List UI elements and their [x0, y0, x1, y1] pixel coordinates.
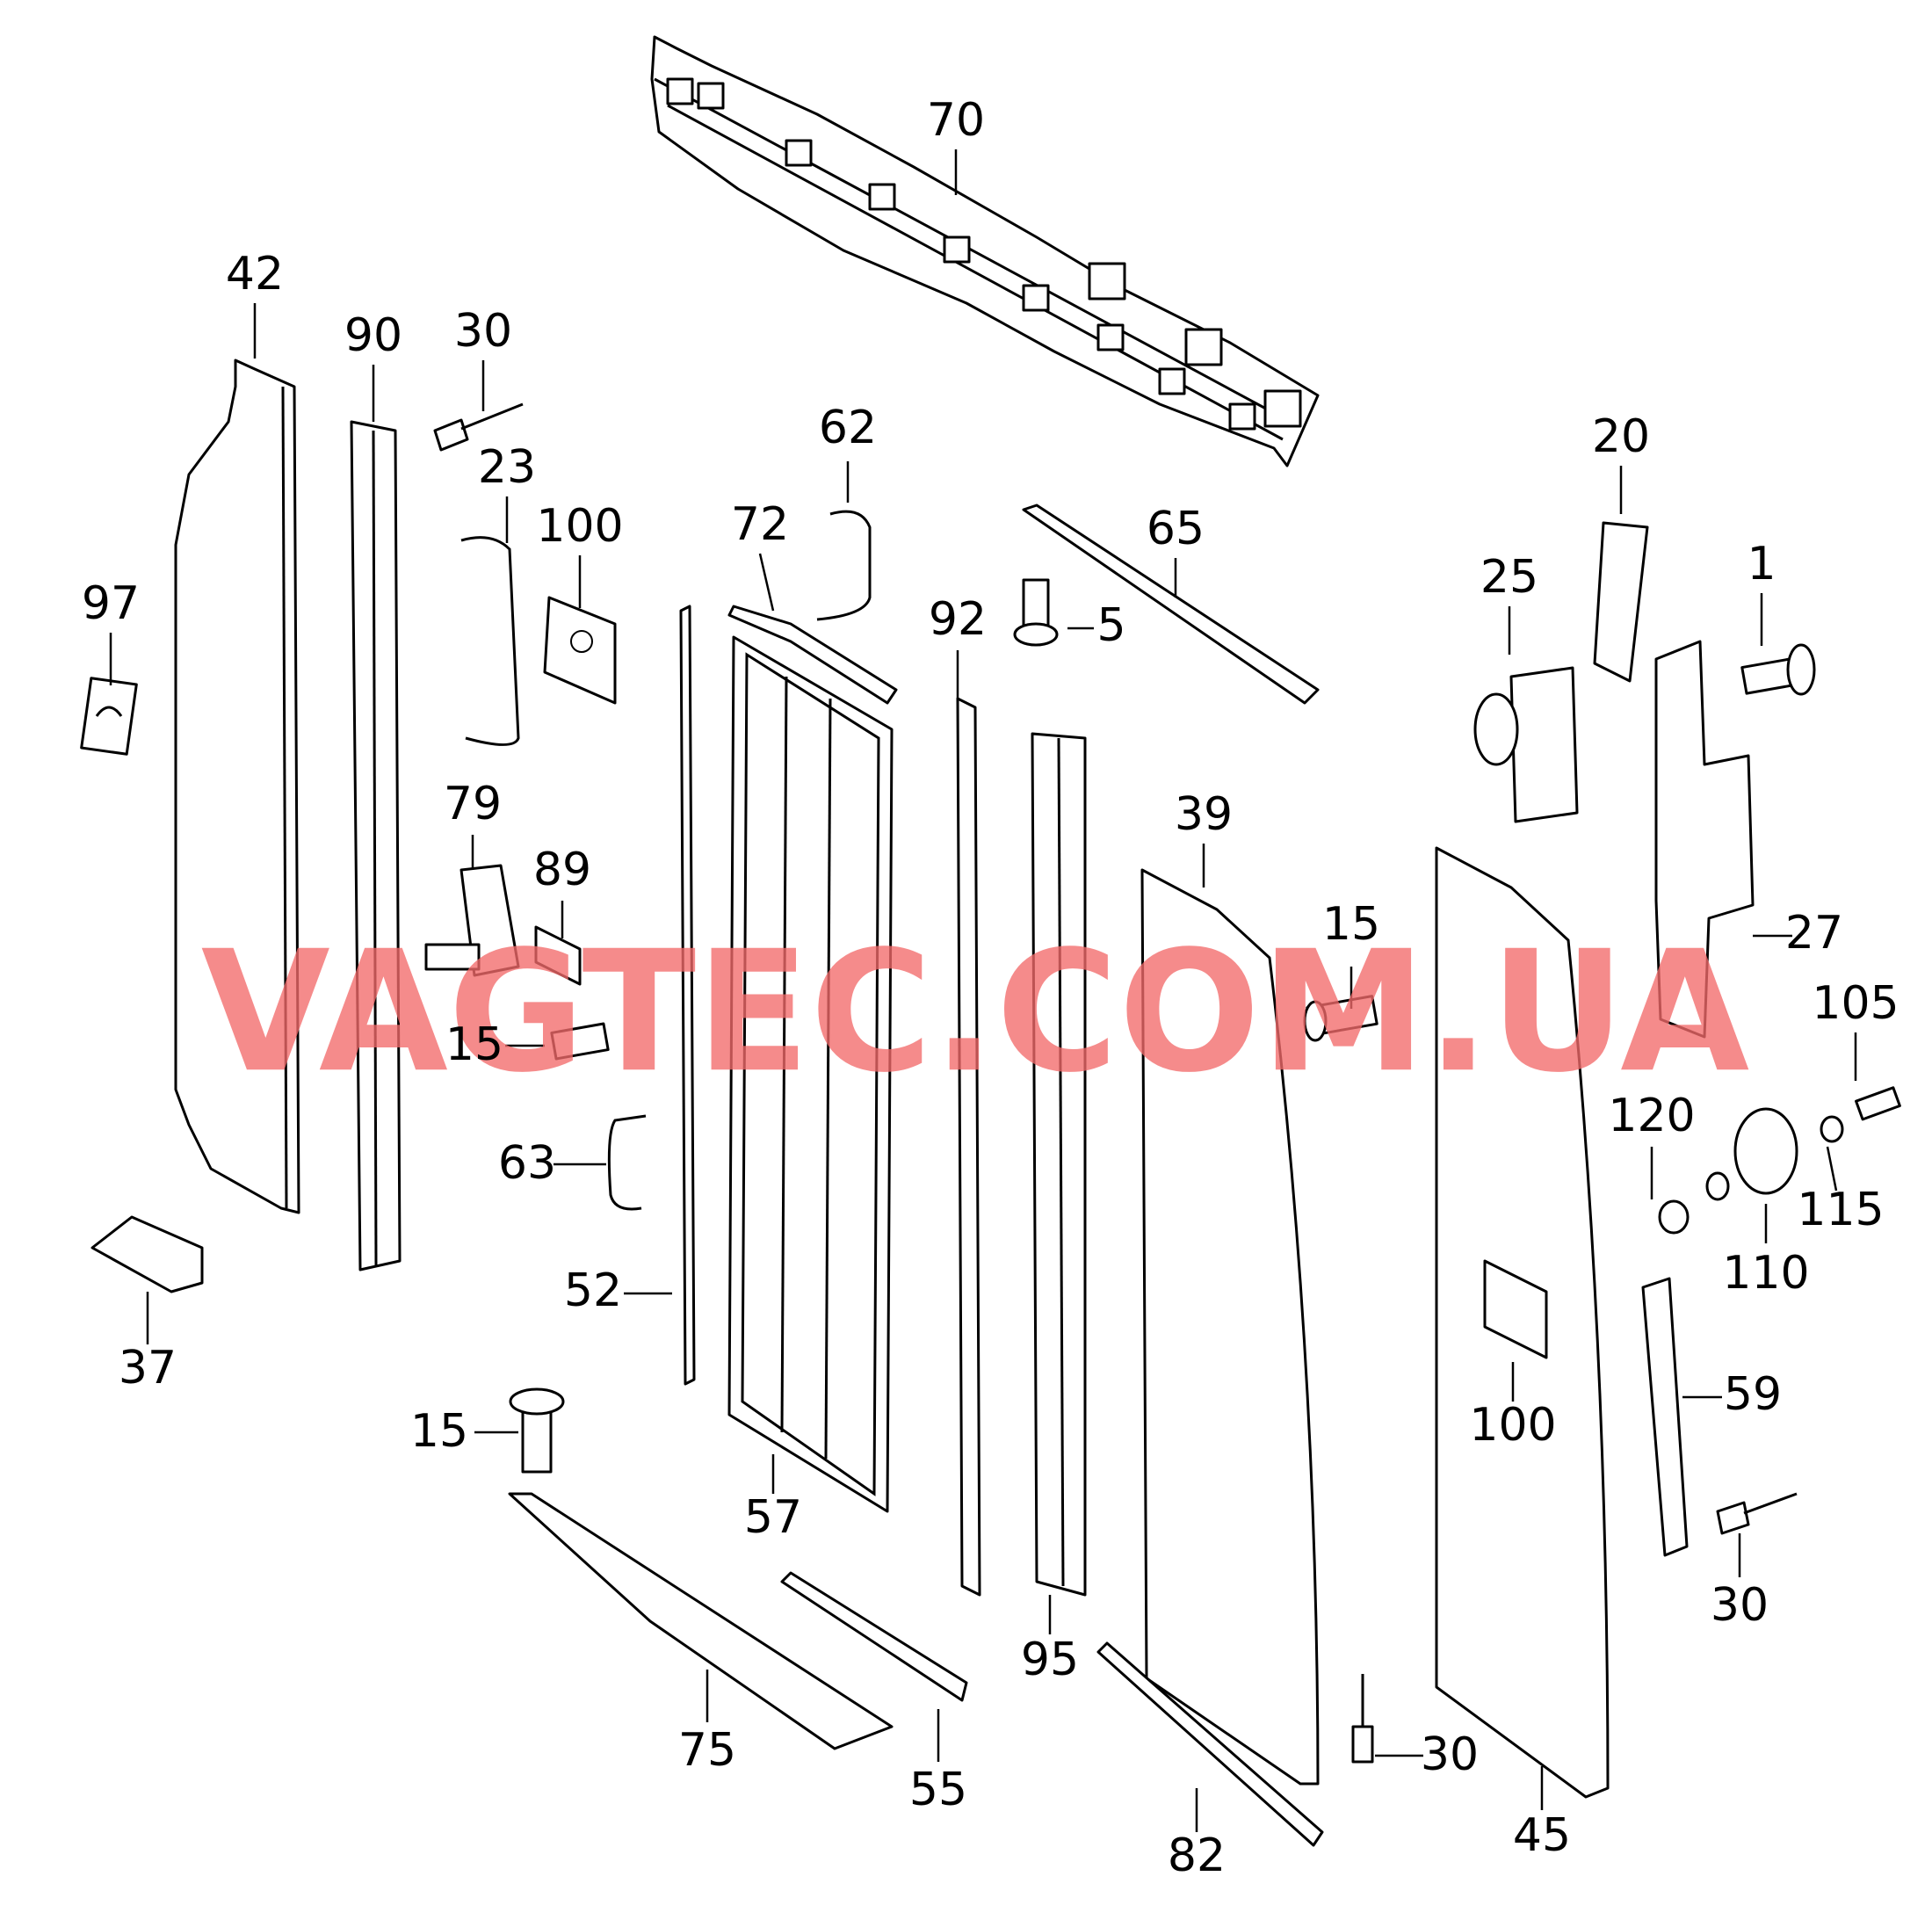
part-42-side-panel [174, 359, 300, 1214]
part-89-clip [534, 925, 582, 986]
part-15-pin-bottom [509, 1387, 565, 1474]
callout-110: 110 [1722, 1247, 1809, 1300]
callout-30-bottom: 30 [1421, 1728, 1479, 1781]
callout-72: 72 [731, 498, 789, 551]
callout-62: 62 [819, 402, 877, 454]
callout-97: 97 [82, 577, 140, 630]
part-110-striker [1733, 1107, 1798, 1195]
callout-15-left: 15 [445, 1018, 503, 1071]
watermark-text: VAGTEC.COM.UA [201, 915, 1750, 1109]
part-25-latch [1473, 666, 1579, 823]
callout-5: 5 [1096, 599, 1125, 652]
leader-lines [109, 149, 1857, 1832]
part-37-mount-bracket [90, 1215, 204, 1293]
part-59-strip [1641, 1277, 1689, 1557]
callout-115: 115 [1797, 1184, 1884, 1236]
part-1-bolt [1740, 643, 1816, 696]
part-45-door-panel [1435, 846, 1610, 1799]
part-70-roof-beam [650, 35, 1320, 467]
callout-75: 75 [678, 1724, 736, 1777]
part-100-bracket-top [543, 596, 617, 705]
callout-37: 37 [119, 1342, 177, 1395]
part-20-trim-strip [1593, 521, 1649, 683]
part-30-rivet-right [1716, 1492, 1798, 1535]
part-95-pillar [1031, 732, 1087, 1597]
part-82-strip [1096, 1641, 1324, 1847]
callout-90: 90 [344, 309, 402, 362]
part-72-strip [727, 605, 898, 705]
callout-55: 55 [909, 1764, 967, 1816]
callout-30-top: 30 [454, 305, 512, 358]
callout-57: 57 [744, 1491, 802, 1544]
callout-39: 39 [1175, 788, 1233, 841]
callout-82: 82 [1168, 1829, 1226, 1882]
part-105-screw [1855, 1086, 1901, 1121]
callout-70: 70 [927, 94, 985, 147]
callout-42: 42 [226, 248, 284, 301]
part-75-sill [508, 1492, 894, 1750]
part-65-rail [1022, 503, 1320, 705]
callout-100-top: 100 [536, 500, 623, 553]
part-115-washer [1820, 1115, 1844, 1143]
callout-labels: 70 42 90 30 23 100 62 72 65 20 1 97 92 5… [82, 94, 1899, 1882]
callout-65: 65 [1147, 503, 1205, 555]
part-63-handle [607, 1114, 647, 1211]
callout-45: 45 [1513, 1809, 1571, 1862]
part-39-door-panel [1140, 868, 1320, 1786]
part-15-pin-right [1303, 995, 1378, 1042]
callout-89: 89 [533, 844, 591, 896]
part-62-grab-handle [816, 510, 872, 621]
part-79-hinge-bracket [424, 864, 520, 977]
callout-63: 63 [498, 1137, 556, 1190]
callout-23: 23 [478, 441, 536, 494]
part-30-rivet-bottom [1351, 1674, 1374, 1764]
callout-27: 27 [1785, 907, 1843, 960]
part-90-pillar [350, 420, 402, 1271]
callout-30-right: 30 [1711, 1579, 1769, 1632]
callout-92: 92 [929, 593, 987, 646]
callout-59: 59 [1724, 1368, 1782, 1421]
callout-79: 79 [444, 778, 502, 830]
part-92-strip [956, 697, 981, 1597]
callout-95: 95 [1021, 1634, 1079, 1686]
part-57-window-frame [727, 635, 894, 1513]
part-5-bolt [1013, 578, 1059, 647]
callout-15-right: 15 [1322, 898, 1380, 951]
part-30-rivet-top [433, 402, 524, 452]
part-27-bracket [1654, 640, 1755, 1039]
part-55-strip [780, 1571, 968, 1702]
callout-15-bottom: 15 [410, 1405, 468, 1458]
callout-25: 25 [1480, 551, 1538, 604]
callout-120: 120 [1608, 1090, 1695, 1142]
part-120-washer [1658, 1171, 1730, 1235]
part-15-pin-left [550, 1022, 610, 1061]
callout-20: 20 [1592, 410, 1650, 463]
callout-105: 105 [1812, 977, 1899, 1030]
part-97-label-plate [80, 677, 138, 756]
part-52-seal-strip [679, 605, 696, 1386]
callout-100-bottom: 100 [1469, 1399, 1556, 1452]
part-23-grab-handle [460, 536, 520, 746]
callout-52: 52 [564, 1264, 622, 1317]
callout-1: 1 [1747, 538, 1776, 590]
